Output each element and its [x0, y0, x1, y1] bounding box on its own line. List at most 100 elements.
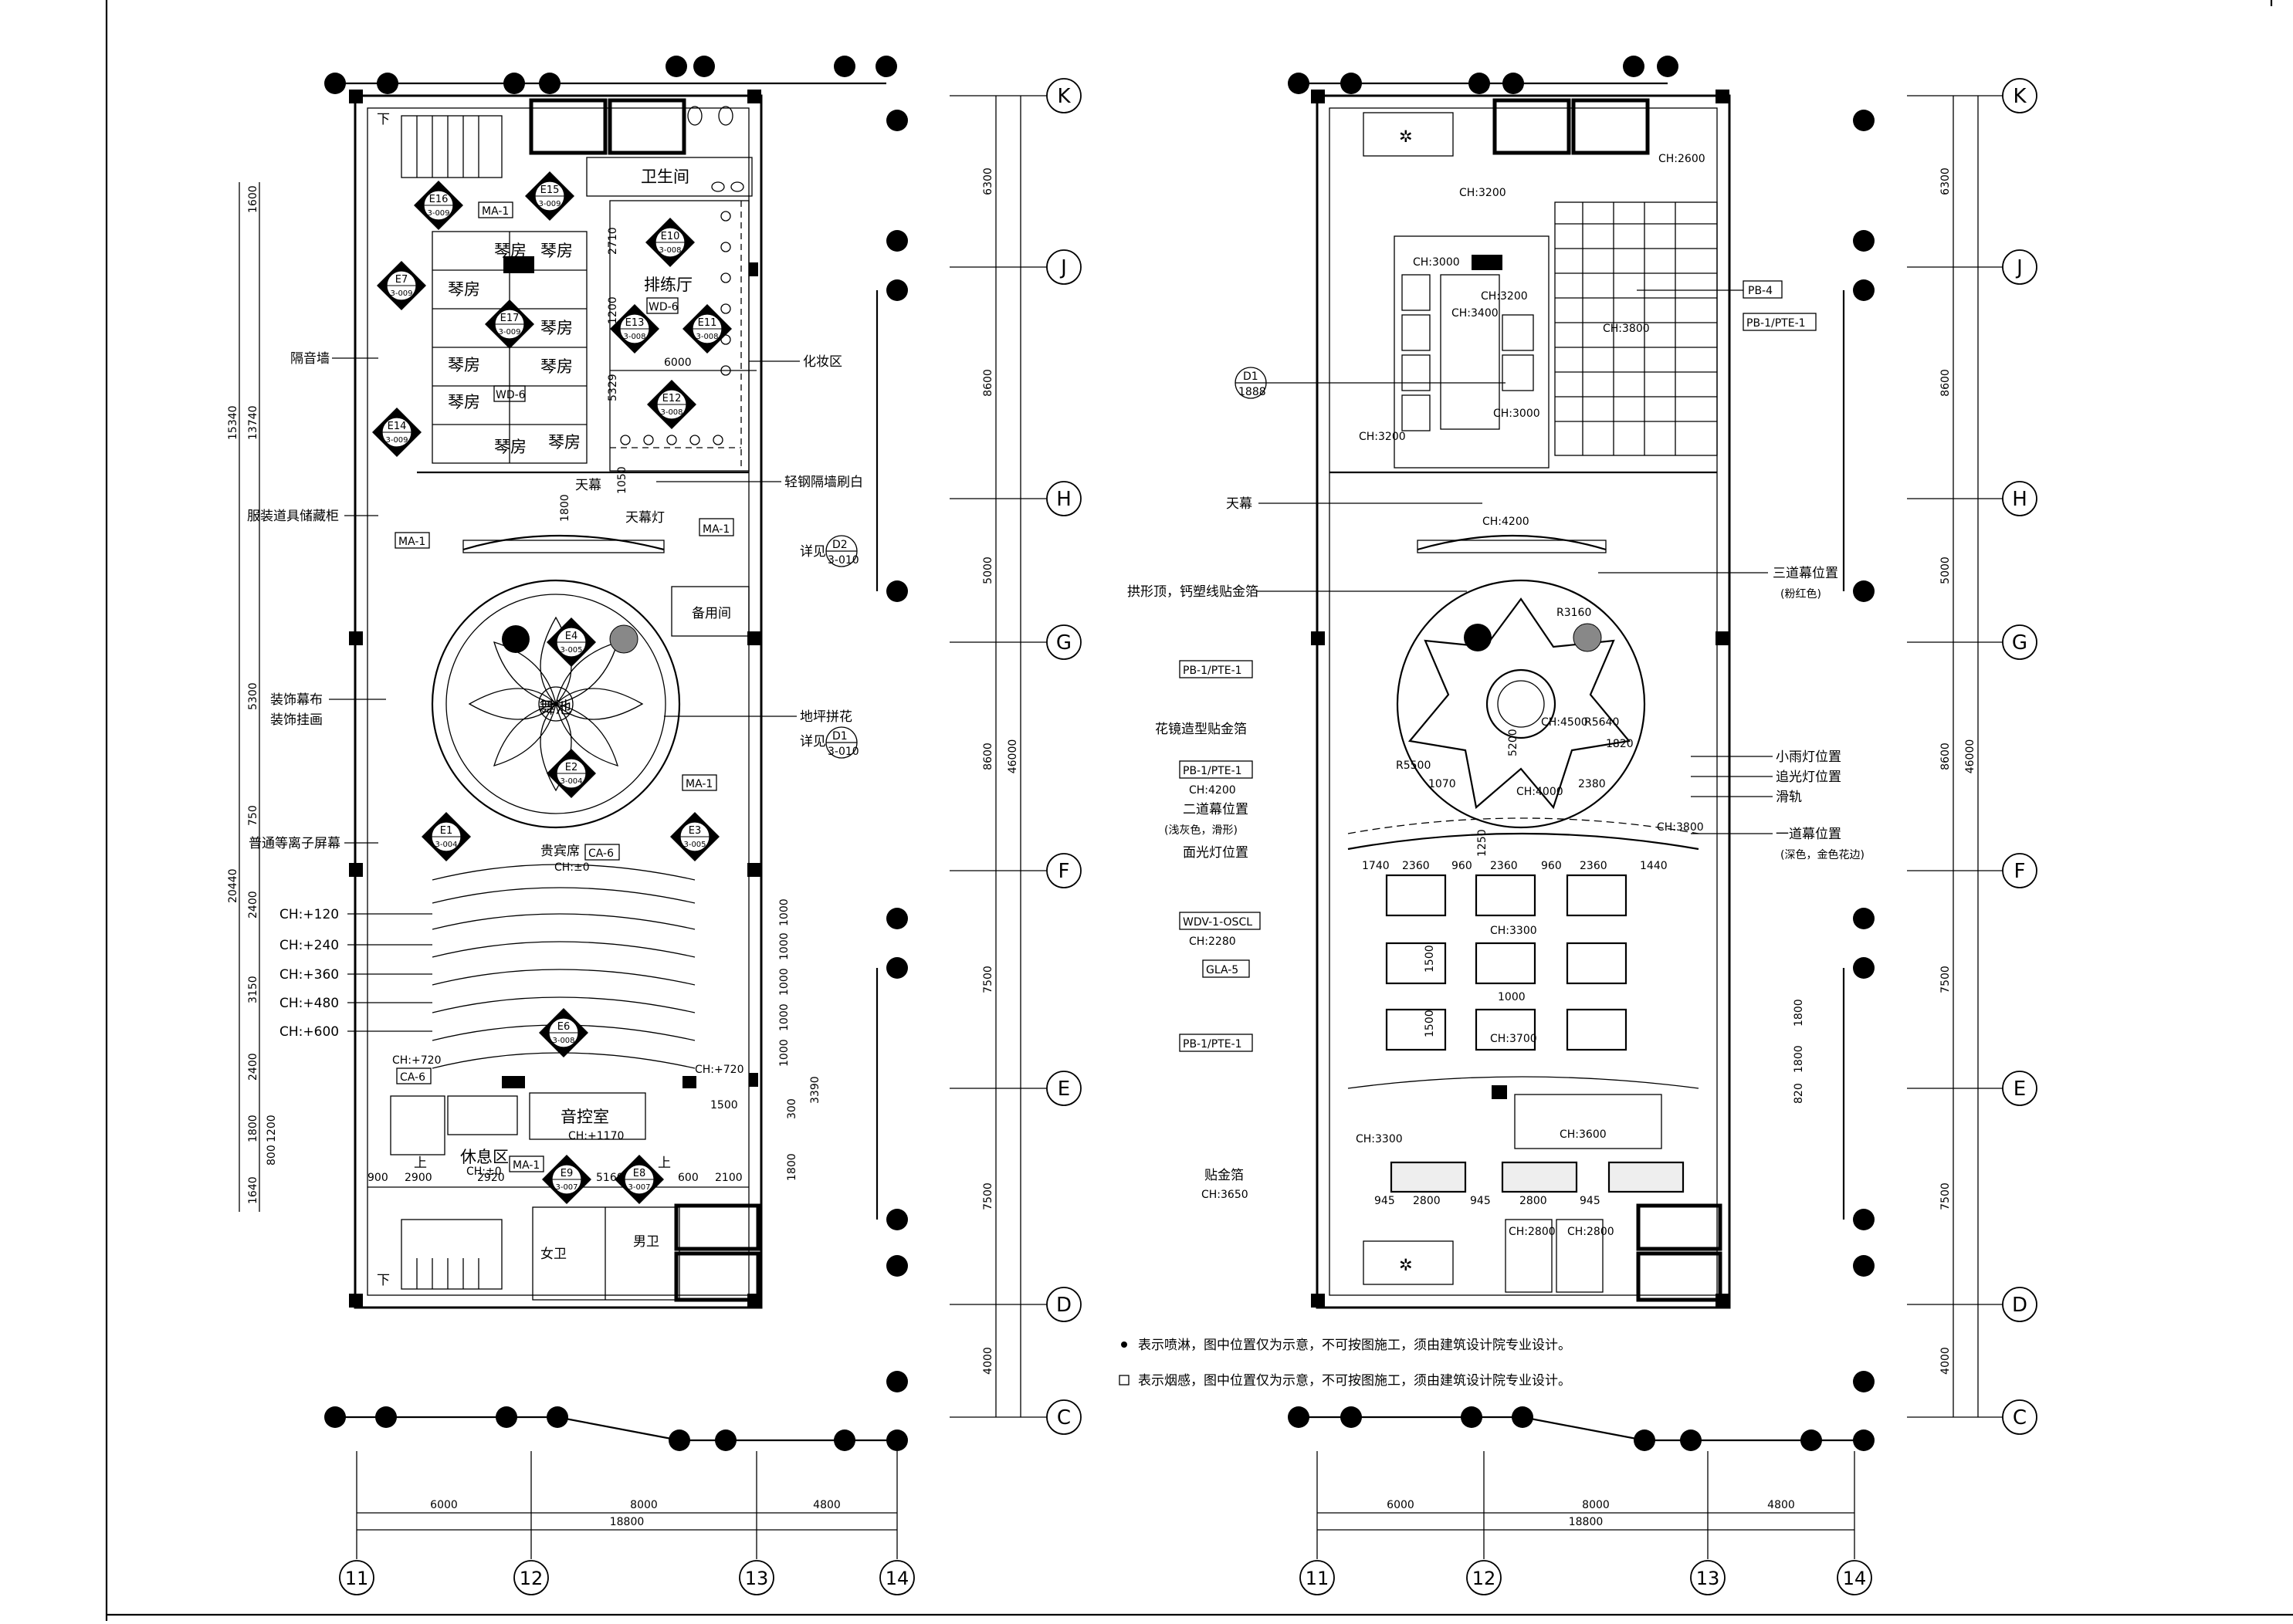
r-sky-label: 天幕	[1226, 496, 1252, 512]
left-elevator-2	[608, 98, 686, 155]
dim-6000: 6000	[664, 357, 692, 369]
control-room	[529, 1092, 646, 1140]
r-curtain1-sub: (深色，金色花边)	[1780, 848, 1865, 861]
dim-1070a: 1070	[1428, 778, 1456, 790]
vdim-5300: 5300	[247, 682, 259, 710]
left-col-dim-1: 8000	[630, 1499, 658, 1511]
r-d1-b: 1888	[1238, 386, 1266, 398]
ch2800b: CH:2800	[1567, 1226, 1614, 1238]
left-col-label-13: 13	[745, 1568, 769, 1589]
elevation-marker-sheet-E10: 3-008	[659, 246, 681, 255]
wardrobe-label: 服装道具储藏柜	[247, 509, 339, 524]
rdim-1800b: 1800	[1793, 1045, 1805, 1073]
elevation-marker-sheet-E16: 3-009	[427, 209, 449, 218]
left-row-label-K: K	[1057, 85, 1071, 108]
r5500: R5500	[1396, 760, 1431, 772]
right-row-bubble-C	[2002, 1399, 2037, 1435]
r-curtain3-sub: (粉红色)	[1780, 587, 1821, 601]
tier-ch-3: CH:+360	[279, 967, 339, 983]
lounge-label: 休息区	[460, 1148, 509, 1166]
tier-leaders	[347, 913, 432, 1032]
dance-floor-ring	[445, 594, 666, 814]
elevation-marker-id-E16: E16	[429, 194, 449, 205]
left-row-bubble-F	[1046, 853, 1082, 888]
ma1-tag-b	[682, 774, 717, 791]
wd6-tag-a	[493, 385, 526, 402]
piano-room-7: 琴房	[448, 393, 480, 411]
right-col-total: 18800	[1569, 1516, 1604, 1528]
ch2800a: CH:2800	[1509, 1226, 1556, 1238]
audience-seats	[432, 864, 696, 1069]
sky-curtain-label: 天幕	[575, 478, 601, 493]
right-col-bubble-12	[1466, 1560, 1502, 1595]
right-row-dim-6: 4000	[1939, 1347, 1952, 1375]
vdim-2400a: 2400	[247, 891, 259, 919]
r-d1-a: D1	[1243, 370, 1258, 383]
dim-1500-ctrl: 1500	[710, 1099, 738, 1111]
left-row-bubble-D	[1046, 1287, 1082, 1322]
rdim-2360b: 2360	[1490, 860, 1518, 872]
wd6-tag-b	[646, 297, 679, 314]
right-elevator-3	[1636, 1203, 1722, 1251]
elevation-marker-id-E11: E11	[698, 317, 717, 329]
vdim-1800: 1800	[247, 1115, 259, 1142]
right-row-bubble-J	[2002, 249, 2037, 285]
rdim-1740: 1740	[1362, 860, 1390, 872]
left-row-total: 46000	[1007, 739, 1019, 774]
bottom-dim-600: 600	[678, 1172, 699, 1184]
right-row-bubble-G	[2002, 624, 2037, 660]
piano-room-4: 琴房	[540, 319, 573, 337]
r-facelight: 面光灯位置	[1183, 845, 1248, 861]
screen-label: 普通等离子屏幕	[249, 836, 340, 851]
elevation-marker-sheet-E1: 3-004	[435, 841, 457, 849]
left-toilet-room	[586, 157, 753, 197]
elevation-marker-sheet-E11: 3-008	[696, 333, 718, 341]
left-row-bubble-G	[1046, 624, 1082, 660]
lower-arc	[1347, 1076, 1699, 1089]
ch3200a: CH:3200	[1459, 187, 1506, 199]
control-stair-up: 上	[658, 1155, 671, 1171]
dim-3390: 3390	[809, 1076, 821, 1104]
left-top-stair-label: 下	[377, 112, 390, 127]
elevation-marker-id-E12: E12	[662, 393, 682, 404]
sprinkler-symbol	[1121, 1341, 1127, 1348]
r-pb1c: PB-1/PTE-1	[1183, 1038, 1242, 1051]
left-col-dim-2: 4800	[813, 1499, 841, 1511]
dim-5200: 5200	[1507, 729, 1519, 756]
dome-star	[1407, 597, 1631, 810]
left-row-bubble-H	[1046, 481, 1082, 516]
vdim-20440: 20440	[227, 868, 239, 903]
elevation-marker-sheet-E3: 3-005	[683, 841, 706, 849]
bottom-dim-2100: 2100	[715, 1172, 743, 1184]
elevation-marker-id-E10: E10	[661, 231, 680, 242]
d2-b: 3-010	[828, 554, 859, 567]
right-follow-light-2	[1573, 623, 1602, 652]
bottom-dim-2900: 2900	[405, 1172, 432, 1184]
ma1-tag-c-text: MA-1	[513, 1159, 540, 1172]
soundproof-wall-label: 隔音墙	[290, 351, 330, 367]
r-right-leaders	[1691, 756, 1773, 834]
elevation-marker-sheet-E14: 3-009	[385, 436, 408, 445]
grid-axes: KJHGFEDC63008600500086007500750040004600…	[339, 78, 2037, 1595]
elevation-marker-id-E13: E13	[625, 317, 645, 329]
rdim-960a: 960	[1451, 860, 1472, 872]
lounge-stair-up: 上	[414, 1155, 427, 1171]
right-stage-bar	[1417, 540, 1607, 553]
right-row-bubble-H	[2002, 481, 2037, 516]
right-row-dim-5: 7500	[1939, 1182, 1952, 1210]
left-row-bubble-C	[1046, 1399, 1082, 1435]
bottom-room-1	[1505, 1219, 1553, 1293]
dome-rosette-inner	[1497, 680, 1545, 728]
r-wdv-box	[1179, 912, 1261, 930]
elevation-marker-id-E17: E17	[500, 313, 520, 324]
elevation-marker-id-E6: E6	[557, 1021, 571, 1033]
note-smoke: 表示烟感，图中位置仅为示意，不可按图施工，须由建筑设计院专业设计。	[1138, 1373, 1571, 1389]
right-row-dim-3: 8600	[1939, 743, 1952, 770]
dim-1800-b: 1800	[786, 1153, 798, 1181]
r-rainlight: 小雨灯位置	[1776, 749, 1841, 765]
right-row-bubble-D	[2002, 1287, 2037, 1322]
wd6-tag-a-text: WD-6	[496, 389, 526, 401]
left-row-dim-5: 7500	[982, 1182, 994, 1210]
right-bottom-ornament-box	[1363, 1240, 1454, 1285]
